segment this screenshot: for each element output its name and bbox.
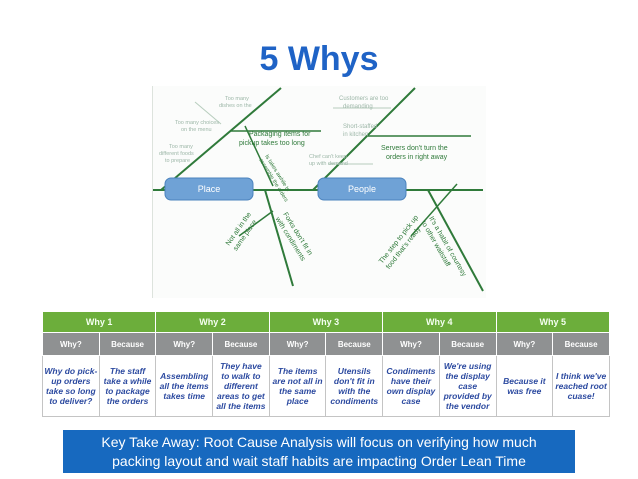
subheader-because: Because [98, 332, 157, 356]
place-box-label: Place [198, 184, 221, 194]
five-whys-table: Why 1 Why 2 Why 3 Why 4 Why 5 Why? Becau… [41, 311, 610, 417]
header-why-3: Why 3 [268, 311, 384, 333]
upper-rib-right [312, 87, 416, 191]
faint-choices: Too many choices on the menu [175, 120, 221, 133]
faint-short-staffed: Short-staffed in kitchen [343, 124, 379, 138]
subheader-because: Because [552, 332, 610, 356]
subheader-why: Why? [495, 332, 554, 356]
cause-not-same-place: Not all in the same place [225, 210, 262, 253]
faint-chef: Chef can't keep up with demand [309, 154, 349, 167]
fishbone-svg: Place People Packaging items for pickup … [153, 87, 484, 292]
cause-packaging: Packaging items for pickup takes too lon… [239, 131, 312, 147]
people-box [317, 177, 407, 201]
faint-foods: Too many different foods to prepare [159, 144, 195, 164]
header-why-1: Why 1 [41, 311, 157, 333]
subheader-why: Why? [268, 332, 327, 356]
branch-8 [238, 210, 274, 237]
slide-title: 5 Whys [259, 40, 379, 78]
place-box [164, 177, 254, 201]
branch-4 [194, 101, 222, 125]
cause-servers: Servers don't turn the orders in right a… [381, 145, 450, 161]
takeaway-line-2: packing layout and wait staff habits are… [112, 453, 526, 469]
five-whys-table-wrap: Why 1 Why 2 Why 3 Why 4 Why 5 Why? Becau… [41, 311, 610, 417]
header-why-5: Why 5 [495, 311, 610, 333]
why-header-row: Why 1 Why 2 Why 3 Why 4 Why 5 [41, 311, 610, 333]
subheader-because: Because [212, 332, 270, 356]
takeaway-line-1: Key Take Away: Root Cause Analysis will … [101, 434, 537, 450]
upper-rib-left [160, 87, 282, 191]
fishbone-diagram: Place People Packaging items for pickup … [152, 86, 486, 298]
lower-rib-left [264, 189, 294, 287]
cause-step-pickup: The step to pick up food that's ready [378, 213, 428, 271]
branch-2 [244, 125, 274, 187]
subheader-because: Because [438, 332, 497, 356]
key-takeaway-banner: Key Take Away: Root Cause Analysis will … [63, 430, 575, 473]
branch-7 [410, 183, 458, 237]
header-why-4: Why 4 [382, 311, 497, 333]
subheader-why: Why? [155, 332, 214, 356]
people-box-label: People [348, 184, 376, 194]
cause-assemble: Is takes awhile to assemble the orders [257, 154, 295, 203]
faint-dishes: Too many dishes on the [219, 96, 252, 109]
subheader-why: Why? [42, 332, 100, 356]
subheader-why: Why? [382, 332, 440, 356]
faint-customers: Customers are too demanding [339, 96, 390, 110]
subheader-row: Why? Because Why? Because Why? Because W… [42, 332, 610, 356]
header-why-2: Why 2 [155, 311, 270, 333]
subheader-because: Because [325, 332, 384, 356]
